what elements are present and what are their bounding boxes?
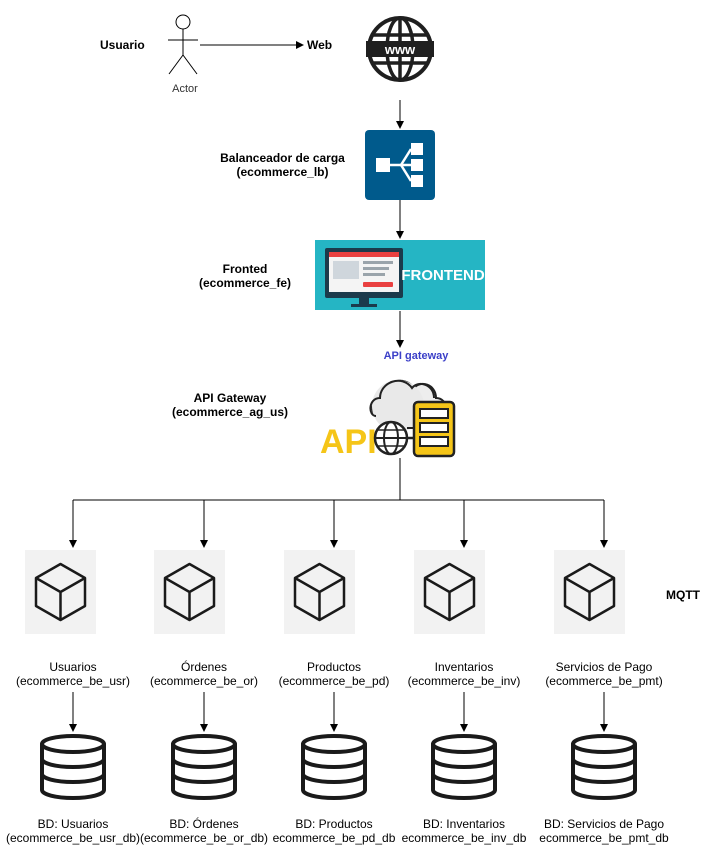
db-name: BD: Inventarios (422, 817, 506, 831)
svg-text:www: www (384, 42, 416, 57)
svg-text:FRONTEND: FRONTEND (401, 267, 484, 284)
web-label: Web (307, 38, 333, 52)
actor-label: Actor (172, 83, 198, 95)
db-id: ecommerce_be_pd_db (272, 831, 396, 845)
frontend-banner: FRONTEND (315, 240, 485, 310)
database-icon (169, 734, 239, 805)
service-name: Usuarios (49, 660, 97, 674)
globe-icon: www (366, 16, 434, 82)
db-id: ecommerce_be_inv_db (401, 831, 527, 845)
api-title: API Gateway (193, 391, 267, 405)
database-icon (429, 734, 499, 805)
actor-name: Usuario (100, 38, 145, 52)
api-caption: API gateway (383, 350, 449, 362)
service-name: Productos (306, 660, 362, 674)
db-id: (ecommerce_be_usr_db) (5, 831, 141, 845)
service-cube-icon (284, 550, 355, 634)
service-id: (ecommerce_be_inv) (407, 674, 521, 688)
service-id: (ecommerce_be_pd) (278, 674, 390, 688)
service-cube-icon (414, 550, 485, 634)
service-id: (ecommerce_be_usr) (15, 674, 131, 688)
svg-text:API: API (320, 423, 377, 460)
monitor-icon: FRONTEND (325, 248, 485, 307)
service-name: Órdenes (180, 660, 228, 674)
db-name: BD: Órdenes (169, 817, 239, 831)
fe-id: (ecommerce_fe) (198, 276, 292, 290)
db-name: BD: Usuarios (37, 817, 109, 831)
db-id: (ecommerce_be_or_db) (139, 831, 269, 845)
load-balancer-icon (365, 130, 435, 200)
api-id: (ecommerce_ag_us) (171, 405, 289, 419)
service-id: (ecommerce_be_or) (149, 674, 259, 688)
service-name: Servicios de Pago (555, 660, 653, 674)
api-gateway-icon: API (320, 379, 456, 460)
actor-icon (168, 14, 198, 75)
mqtt-label: MQTT (666, 588, 700, 602)
service-id: (ecommerce_be_pmt) (545, 674, 663, 688)
lb-id: (ecommerce_lb) (236, 165, 329, 179)
service-cube-icon (554, 550, 625, 634)
service-cube-icon (154, 550, 225, 634)
database-icon (38, 734, 108, 805)
db-name: BD: Productos (295, 817, 373, 831)
lb-title: Balanceador de carga (220, 151, 345, 165)
db-id: ecommerce_be_pmt_db (539, 831, 669, 845)
service-cube-icon (25, 550, 96, 634)
fe-title: Fronted (222, 262, 268, 276)
service-name: Inventarios (434, 660, 494, 674)
db-name: BD: Servicios de Pago (543, 817, 665, 831)
database-icon (569, 734, 639, 805)
database-icon (299, 734, 369, 805)
